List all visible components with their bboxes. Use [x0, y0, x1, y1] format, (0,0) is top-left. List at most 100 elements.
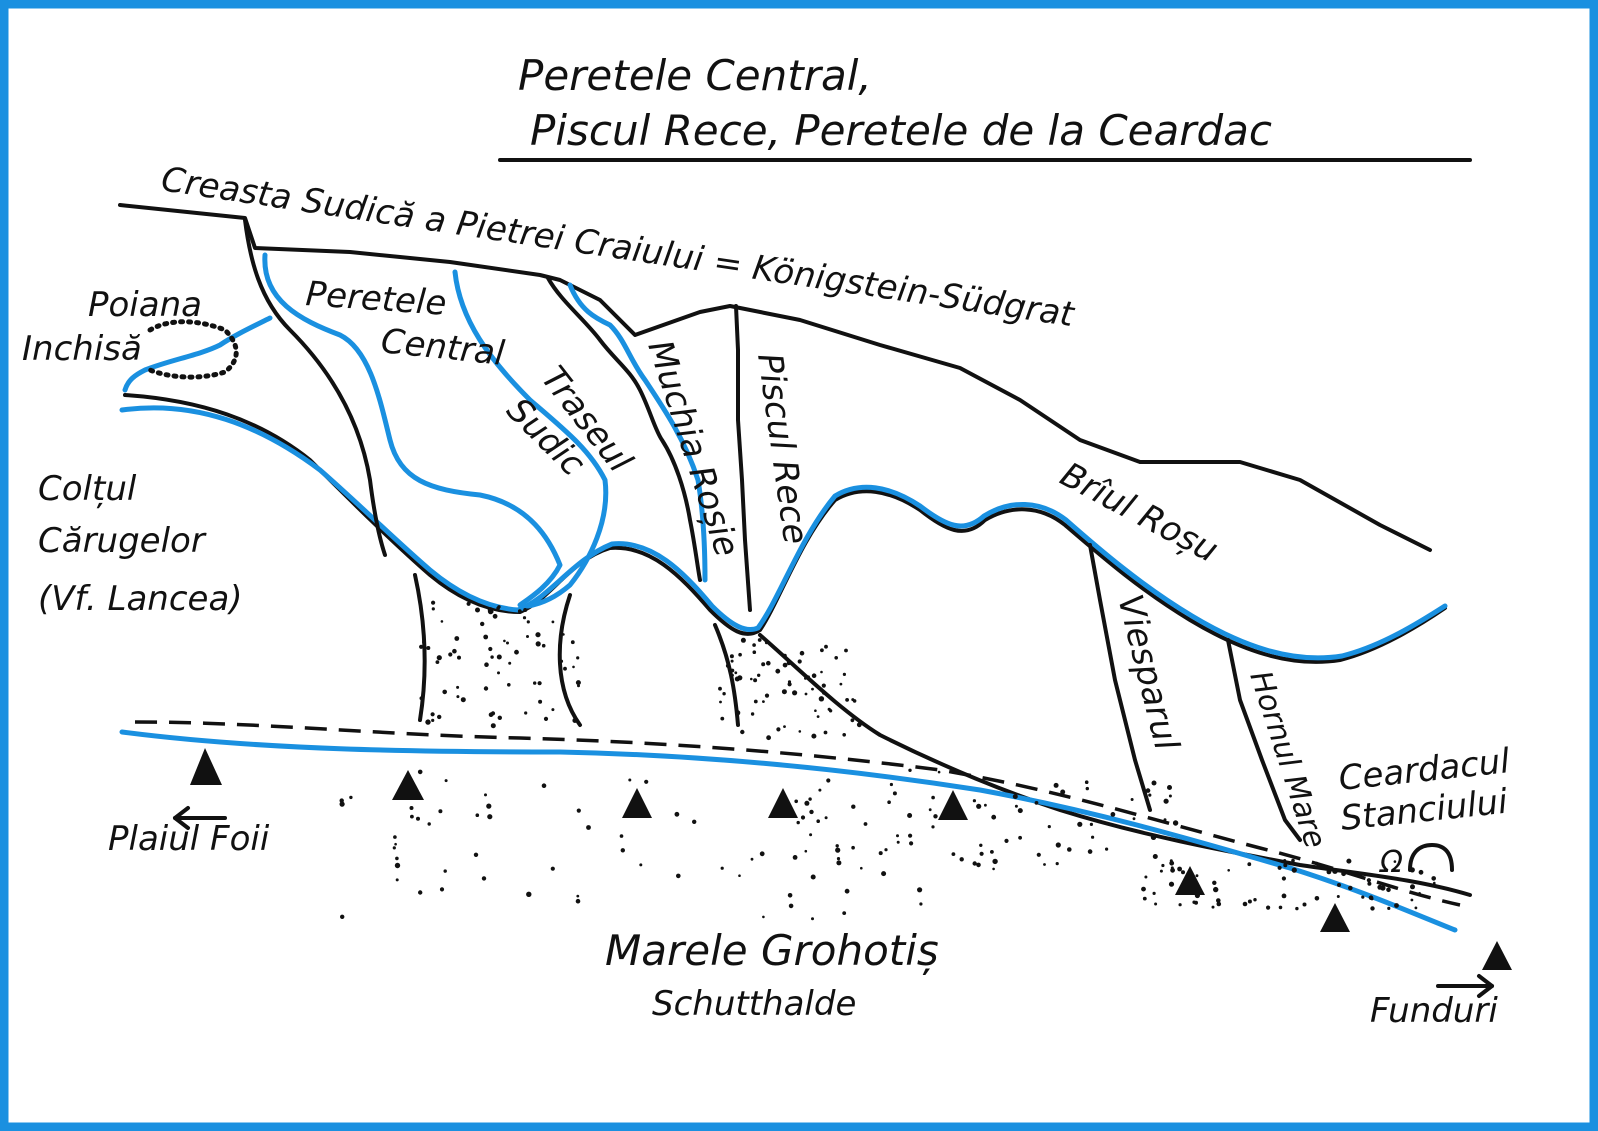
scree-dot — [1089, 822, 1093, 827]
scree-dot — [797, 659, 802, 664]
main-ridge-line — [118, 203, 1432, 552]
scree-dot — [1151, 780, 1157, 786]
scree-dot — [577, 684, 580, 688]
scree-dot — [804, 677, 807, 680]
scree-dot — [1161, 863, 1165, 868]
scree-dot — [896, 834, 899, 838]
scree-dot — [725, 663, 730, 668]
scree-dot — [796, 820, 800, 825]
scree-dot — [992, 858, 998, 865]
route-cliff-base — [119, 405, 1448, 661]
scree-dot — [1170, 867, 1175, 873]
scree-dot — [1414, 906, 1418, 910]
label-viesparul: Viesparul — [1109, 591, 1186, 755]
mountain-triangle-icon — [768, 788, 798, 818]
scree-dot — [1418, 892, 1421, 895]
scree-dot — [738, 874, 741, 877]
scree-dot — [1336, 895, 1340, 898]
scree-dot — [339, 801, 345, 807]
scree-dot — [1266, 905, 1271, 910]
scree-dot — [835, 847, 841, 853]
scree-dot — [1168, 881, 1175, 887]
trail-dashed-road — [134, 720, 1461, 907]
scree-dot — [740, 637, 746, 643]
scree-dot — [576, 894, 580, 898]
scree-dot — [1055, 862, 1059, 866]
scree-dot — [438, 809, 443, 814]
scree-dot — [1145, 788, 1151, 793]
scree-dot — [750, 677, 753, 681]
scree-dot — [729, 654, 734, 659]
scree-dot — [1377, 884, 1383, 890]
scree-dot — [1216, 898, 1221, 903]
scree-dot — [764, 641, 768, 645]
scree-dot — [524, 711, 528, 715]
scree-dot — [845, 698, 849, 702]
scree-dot — [1043, 863, 1046, 866]
scree-dot — [487, 814, 493, 820]
mountain-triangle-icon — [1320, 903, 1350, 932]
scree-dot — [418, 890, 423, 895]
scree-dot — [340, 914, 345, 919]
scree-dot — [507, 683, 511, 687]
scree-dot — [730, 668, 735, 673]
scree-dot — [1132, 817, 1136, 821]
wall-center-lower — [557, 593, 582, 727]
scree-dot — [1367, 881, 1372, 886]
label-marele-grohotis: Marele Grohotiș — [605, 926, 939, 975]
scree-dot — [1213, 886, 1219, 893]
scree-dot — [892, 791, 897, 796]
scree-dot — [757, 673, 761, 677]
scree-dot — [928, 808, 932, 812]
scree-dot — [984, 803, 987, 807]
scree-dot — [804, 692, 808, 696]
scree-dot — [1085, 786, 1090, 791]
route-traseul-sudic — [452, 269, 609, 609]
scree-dot — [416, 816, 420, 821]
scree-dot — [1302, 902, 1307, 907]
scree-dot — [1295, 906, 1299, 911]
scree-dot — [783, 725, 786, 728]
scree-dot — [1163, 798, 1169, 804]
scree-dot — [762, 700, 765, 703]
scree-dot — [931, 795, 935, 800]
scree-dots — [339, 600, 1436, 921]
scree-dot — [537, 681, 542, 686]
scree-dot — [1144, 875, 1148, 879]
scree-dot — [426, 646, 431, 650]
scree-dot — [1053, 782, 1059, 788]
scree-dot — [750, 857, 754, 861]
scree-dot — [1004, 838, 1009, 844]
scree-dot — [496, 654, 502, 660]
scree-dot — [823, 730, 828, 735]
scree-dot — [752, 643, 756, 647]
scree-dot — [816, 715, 820, 718]
scree-dot — [1212, 880, 1217, 885]
scree-dot — [526, 891, 532, 897]
scree-dot — [1361, 895, 1365, 899]
scree-dot — [410, 814, 414, 819]
scree-dot — [1242, 901, 1248, 907]
scree-dot — [764, 693, 770, 698]
scree-dot — [737, 675, 743, 681]
scree-dot — [851, 698, 855, 702]
wall-left-lower — [413, 573, 427, 722]
scree-dot — [538, 699, 543, 704]
trail-blue-main — [119, 729, 1458, 933]
arrow-left-icon — [173, 806, 227, 830]
scree-dot — [550, 866, 555, 871]
scree-dot — [394, 842, 397, 846]
scree-dot — [730, 659, 734, 663]
mountain-triangle-icon — [622, 788, 652, 818]
wall-right-lower — [713, 623, 740, 727]
scree-dot — [1393, 860, 1397, 863]
mountain-triangle-icon — [938, 790, 968, 820]
scree-dot — [1105, 847, 1109, 851]
scree-dot — [1348, 885, 1353, 891]
scree-dot — [809, 809, 814, 815]
mountain-triangle-icon — [1175, 866, 1205, 895]
scree-dot — [644, 779, 649, 784]
scree-dot — [786, 660, 792, 666]
scree-dot — [514, 649, 519, 655]
scree-dot — [931, 825, 935, 829]
